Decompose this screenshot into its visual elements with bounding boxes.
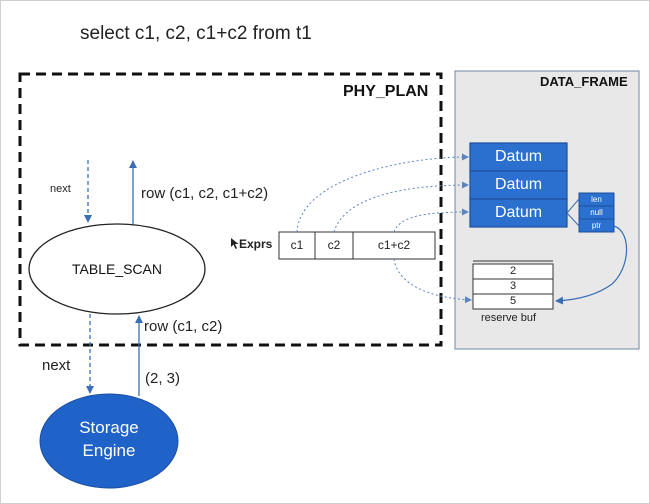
next-bottom-label: next: [42, 357, 71, 374]
exprs-cell-c1: c1: [290, 238, 304, 252]
ptr-to-buf-arrow: [555, 225, 628, 305]
datum-field-ptr-label: ptr: [591, 221, 602, 230]
reserve-buf-value-2: 3: [509, 280, 517, 292]
c1c2-to-buf-arrow: [393, 258, 472, 304]
data-frame-label: DATA_FRAME: [540, 74, 628, 89]
reserve-buf-value-3: 5: [509, 295, 517, 307]
datum-label-3: Datum: [494, 204, 543, 221]
datum-box-1: [469, 142, 568, 172]
row-bottom-label: row (c1, c2): [144, 318, 223, 335]
storage-engine-label-line1: Storage: [79, 418, 139, 437]
reserve-buf-value-1: 2: [509, 265, 517, 277]
storage-engine-node: [39, 393, 179, 489]
table-scan-node: [28, 223, 206, 315]
c1c2-to-datum-arrow: [393, 208, 469, 233]
row-top-label: row (c1, c2, c1+c2): [141, 185, 269, 202]
datum-box-2: [469, 170, 568, 200]
c1-to-datum-arrow: [296, 153, 469, 233]
storage-engine-label-line2: Engine: [82, 441, 136, 460]
values-bottom-label: (2, 3): [145, 370, 181, 387]
phy-plan-box: [18, 72, 443, 347]
next-top-label: next: [50, 183, 71, 195]
page-title: select c1, c2, c1+c2 from t1: [80, 23, 312, 44]
cursor-icon: [231, 238, 239, 249]
c2-to-datum-arrow: [333, 181, 469, 233]
exprs-cell-c2: c2: [327, 238, 341, 252]
phy-plan-label: PHY_PLAN: [343, 83, 429, 100]
datum-field-null-label: null: [590, 208, 603, 217]
table-scan-label: TABLE_SCAN: [72, 261, 162, 277]
reserve-buf-cell-3: [472, 293, 554, 310]
datum-label-2: Datum: [494, 176, 543, 193]
exprs-label: Exprs: [239, 237, 273, 251]
datum-box-3: [469, 198, 568, 228]
reserve-buf-label: reserve buf: [481, 312, 537, 324]
datum-field-len-label: len: [591, 195, 602, 204]
datum-field-bracket: [566, 198, 580, 227]
exprs-table: [278, 231, 436, 260]
exprs-cell-c1c2: c1+c2: [377, 238, 411, 252]
datum-label-1: Datum: [494, 148, 543, 165]
